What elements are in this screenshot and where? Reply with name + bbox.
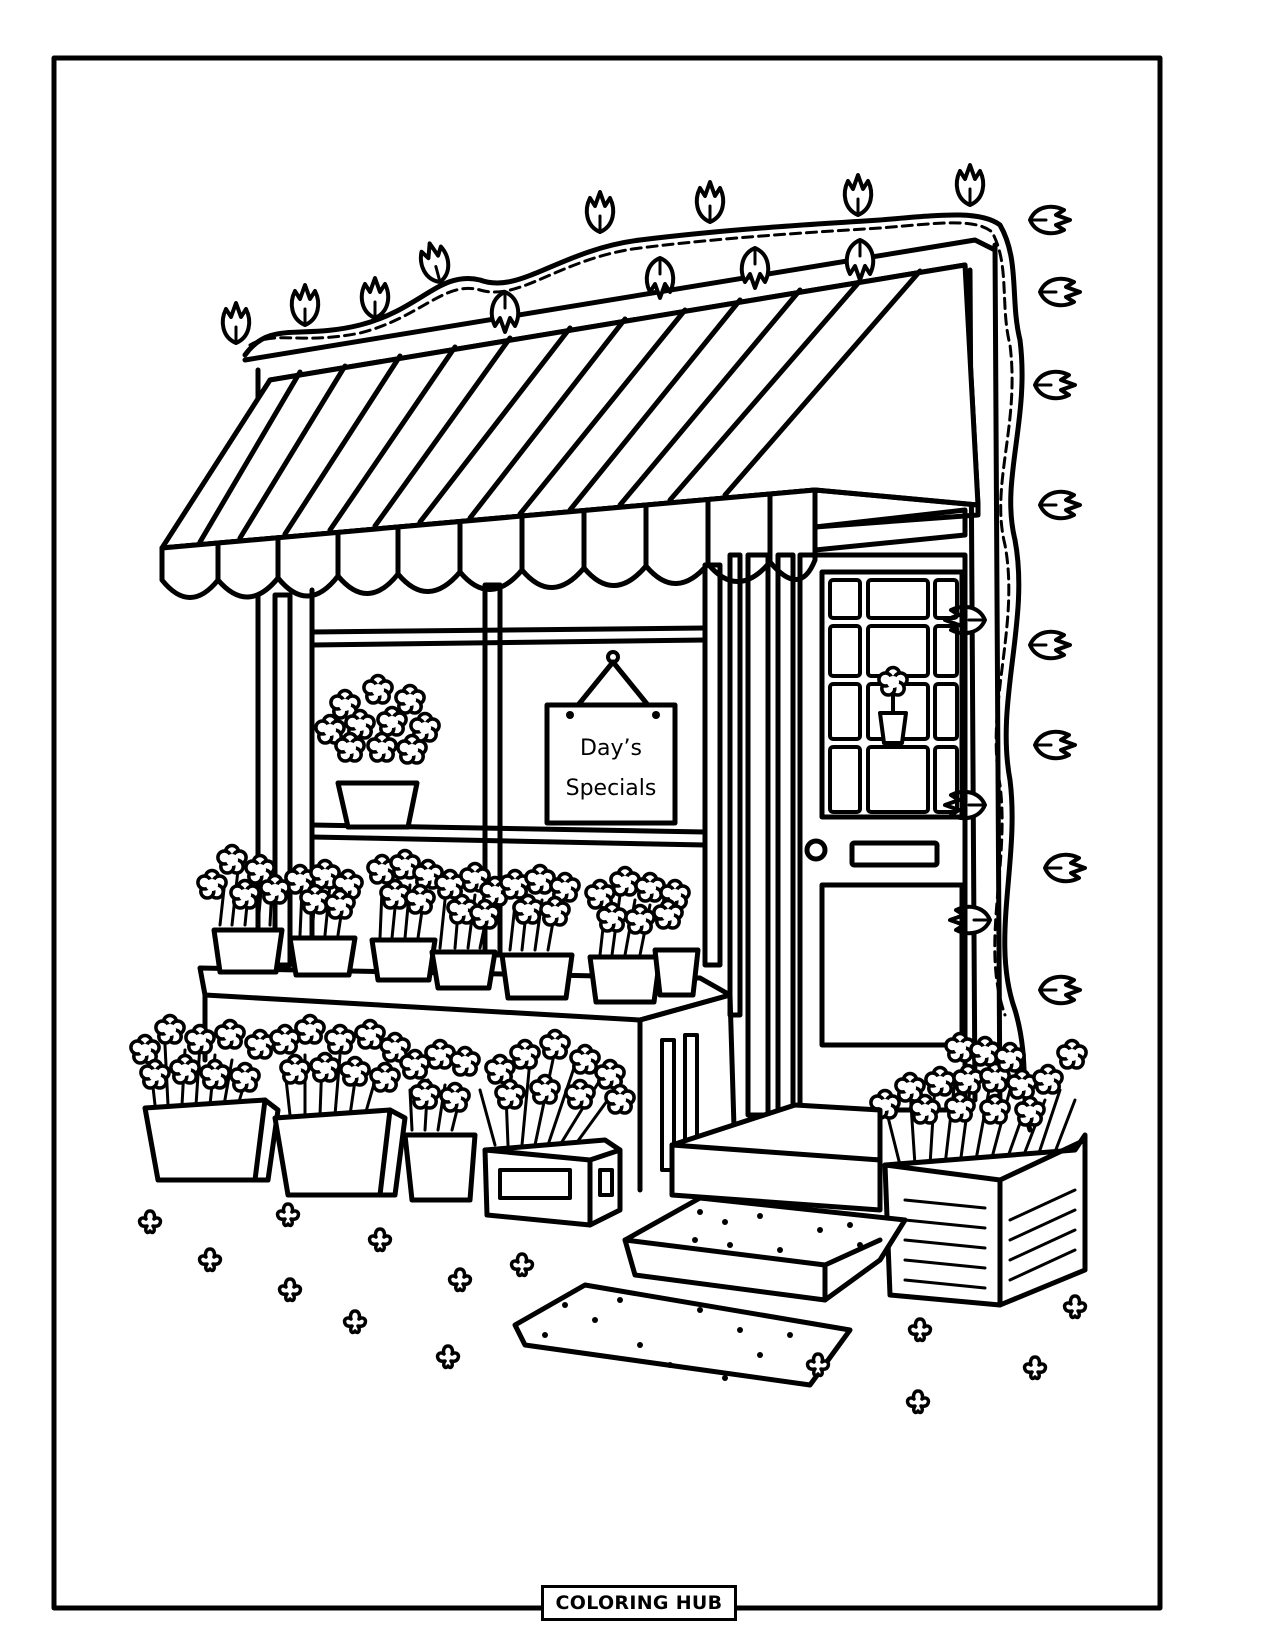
door-mat [512, 1282, 853, 1388]
step-mat [622, 1195, 908, 1303]
shelf-potted-flowers [196, 843, 701, 1005]
flower-crate [869, 1031, 1088, 1308]
front-step [669, 1102, 883, 1213]
sign-text-line1: Day’s [580, 736, 642, 761]
shop-door [797, 552, 968, 1113]
door-flower-pot [877, 665, 909, 745]
shop-window [272, 552, 796, 1118]
brand-label: COLORING HUB [541, 1585, 737, 1621]
sign-text-line2: Specials [566, 776, 657, 801]
striped-awning [159, 237, 998, 600]
ground-potted-flowers [129, 1013, 636, 1228]
hanging-sign: Day’s Specials [544, 650, 678, 826]
window-flower-pot [314, 673, 441, 830]
leaf-vine [220, 163, 1087, 1133]
